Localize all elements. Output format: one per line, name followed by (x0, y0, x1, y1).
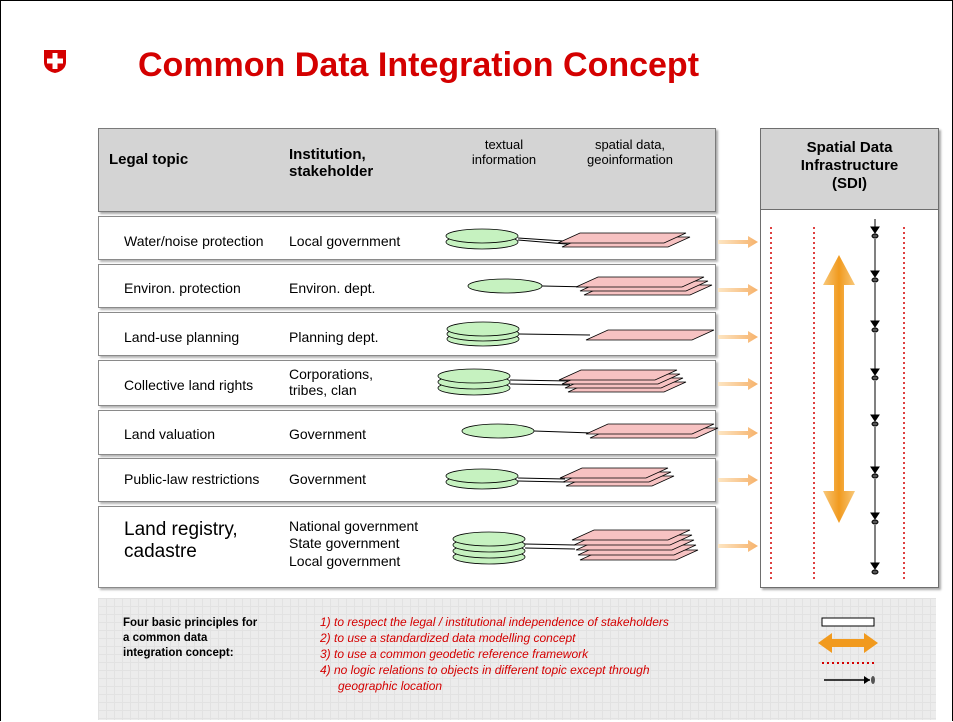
spatial-data-layers (558, 369, 687, 393)
textual-data-stack (437, 368, 511, 396)
sdi-panel: Spatial Data Infrastructure (SDI) (760, 128, 939, 588)
institution-label: National government (289, 518, 419, 534)
orange-arrow-icon (718, 236, 758, 248)
principles-heading: Four basic principles for a common data … (123, 617, 258, 659)
institution-label: Corporations, (289, 366, 374, 382)
principle-item: 2) to use a standardized data modelling … (320, 630, 576, 645)
spatial-data-layers (559, 467, 675, 487)
header-spatial: spatial data, geoinformation (587, 137, 673, 167)
topic-row: Public-law restrictions Government (98, 458, 716, 502)
table-header: Legal topic Institution, stakeholder tex… (98, 128, 716, 212)
principle-item: geographic location (338, 678, 443, 693)
orange-double-arrow-icon (823, 255, 855, 523)
textual-data-stack (445, 228, 519, 250)
link-chain-icon (870, 219, 880, 575)
textual-data-stack (461, 423, 535, 439)
legend-link-icon (824, 676, 875, 684)
orange-arrow-icon (718, 378, 758, 390)
textual-data-stack (452, 531, 526, 565)
orange-arrow-icon (718, 284, 758, 296)
header-institution: Institution, stakeholder (289, 146, 374, 181)
legal-topic-label: Public-law restrictions (124, 471, 260, 487)
legal-topic-label: Land-use planning (124, 329, 240, 345)
legend-box-icon (821, 617, 875, 627)
spatial-data-layers (585, 329, 715, 341)
legal-topic-label: Water/noise protection (124, 233, 264, 249)
principle-item: 3) to use a common geodetic reference fr… (320, 646, 589, 661)
institution-label: Local government (289, 553, 401, 569)
institution-label: tribes, clan (289, 382, 357, 398)
header-textual: textual information (471, 137, 537, 167)
sdi-title: Spatial Data Infrastructure (SDI) (800, 139, 899, 192)
spatial-data-layers (575, 276, 713, 296)
principles-panel: Four basic principles for a common data … (98, 598, 936, 720)
institution-label: Government (289, 426, 367, 442)
header-legal-topic: Legal topic (109, 151, 189, 168)
spatial-data-layers (585, 423, 719, 439)
page-title: Common Data Integration Concept (138, 46, 700, 84)
legal-topic-label: Land valuation (124, 426, 216, 442)
topic-row: Water/noise protection Local government (98, 216, 716, 260)
spatial-data-layers (571, 529, 699, 561)
textual-data-stack (445, 468, 519, 490)
orange-arrow-icon (718, 474, 758, 486)
spatial-data-layers (557, 232, 691, 248)
orange-arrow-icon (718, 427, 758, 439)
textual-data-stack (467, 278, 543, 294)
principles-list: 1) to respect the legal / institutional … (320, 615, 669, 695)
institution-label: State government (289, 535, 400, 551)
principle-item: 4) no logic relations to objects in diff… (320, 662, 650, 677)
principle-item: 1) to respect the legal / institutional … (320, 615, 669, 629)
legend (818, 617, 878, 684)
institution-label: Planning dept. (289, 329, 379, 345)
institution-label: Government (289, 471, 367, 487)
legal-topic-label: Environ. protection (124, 280, 241, 296)
institution-label: Local government (289, 233, 401, 249)
orange-arrow-icon (718, 331, 758, 343)
legal-topic-label: Land registry, cadastre (124, 519, 238, 562)
institution-label: Environ. dept. (289, 280, 376, 296)
textual-data-stack (446, 321, 520, 347)
orange-arrow-icon (718, 540, 758, 552)
swiss-cross-shield-icon (44, 50, 66, 73)
sdi-diagram (770, 219, 905, 579)
sdi-title-area: Spatial Data Infrastructure (SDI) (761, 129, 938, 210)
legal-topic-label: Collective land rights (124, 377, 254, 393)
legend-double-arrow-icon (818, 633, 878, 653)
